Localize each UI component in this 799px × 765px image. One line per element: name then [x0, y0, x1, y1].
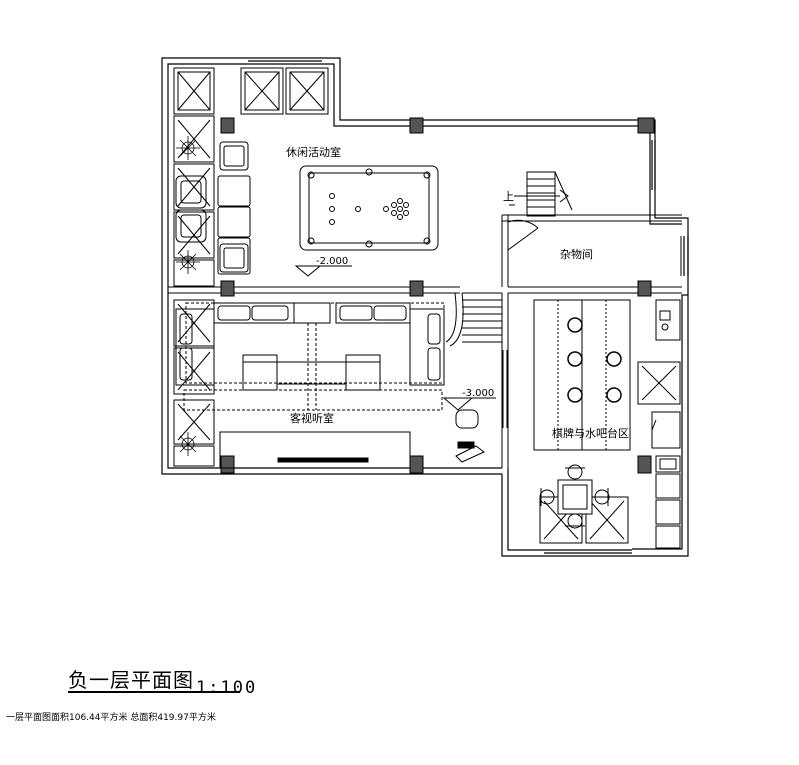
armchair-icon	[175, 175, 207, 243]
room-label-av: 客视听室	[290, 411, 334, 425]
sectional-sofa	[175, 302, 445, 411]
title-underline	[68, 691, 240, 693]
drawing-scale: 1:100	[196, 678, 258, 698]
room-label-storage: 杂物间	[560, 247, 593, 261]
stair-lower	[445, 292, 502, 347]
billiard-table	[299, 165, 439, 251]
left-panels	[173, 67, 329, 467]
bar-stool-icon	[567, 317, 622, 403]
mahjong-table	[539, 464, 629, 544]
drawing-title-name: 负一层平面图	[68, 668, 194, 692]
kitchen-cabinets	[637, 299, 681, 549]
area-note: 一层平面图面积106.44平方米 总面积419.97平方米	[6, 713, 216, 723]
plant-icon	[176, 136, 200, 160]
level-label-leisure: -2.000	[316, 256, 348, 267]
level-marker-leisure	[294, 265, 352, 277]
side-chair-icon	[455, 409, 485, 463]
plant-icon	[176, 432, 200, 456]
level-marker-av	[442, 397, 496, 411]
stair-upper	[509, 171, 573, 217]
storage-door	[507, 219, 539, 251]
plant-icon	[176, 250, 200, 274]
stair-up-label: 上	[503, 190, 514, 203]
bar-door	[502, 350, 508, 428]
level-label-av: -3.000	[462, 388, 494, 399]
sofa-seating	[217, 141, 251, 275]
room-label-chess-bar: 棋牌与水吧台区	[552, 426, 629, 440]
room-label-leisure: 休闲活动室	[286, 145, 341, 159]
columns	[220, 117, 655, 474]
tv-cabinet	[219, 431, 411, 469]
outer-walls	[161, 57, 689, 557]
